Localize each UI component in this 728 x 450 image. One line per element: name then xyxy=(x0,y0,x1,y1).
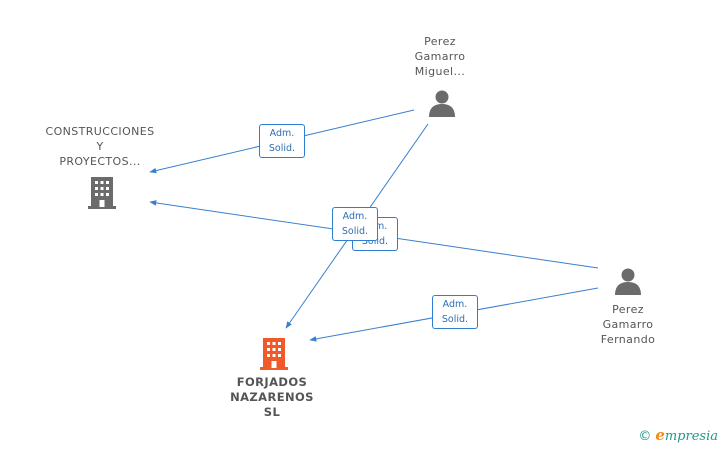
building-icon[interactable] xyxy=(258,336,290,370)
label-line: Perez xyxy=(612,303,644,316)
company-label-forjados[interactable]: FORJADOS NAZARENOS SL xyxy=(222,375,322,420)
person-icon[interactable] xyxy=(613,266,643,296)
copyright-symbol: © xyxy=(638,429,652,444)
brand-initial: e xyxy=(655,426,665,444)
role-line: Adm. xyxy=(442,299,468,310)
label-line: PROYECTOS... xyxy=(59,155,141,168)
person-icon[interactable] xyxy=(427,88,457,118)
label-line: FORJADOS xyxy=(236,375,308,389)
label-line: CONSTRUCCIONES xyxy=(45,125,155,138)
person-label-miguel[interactable]: Perez Gamarro Miguel... xyxy=(395,34,485,79)
empresia-logo: ©empresia xyxy=(638,426,718,444)
label-line: Y xyxy=(96,140,104,153)
role-line: Solid. xyxy=(441,314,469,325)
company-label-construcciones[interactable]: CONSTRUCCIONES Y PROYECTOS... xyxy=(40,124,160,169)
label-line: Gamarro xyxy=(602,318,654,331)
label-line: Gamarro xyxy=(414,50,466,63)
role-line: Adm. xyxy=(269,128,295,139)
label-line: Fernando xyxy=(600,333,656,346)
label-line: NAZARENOS xyxy=(230,390,314,404)
label-line: Miguel... xyxy=(414,65,466,78)
role-badge[interactable]: Adm. Solid. xyxy=(259,124,305,158)
person-label-fernando[interactable]: Perez Gamarro Fernando xyxy=(583,302,673,347)
label-line: SL xyxy=(263,405,281,419)
role-line: Solid. xyxy=(361,236,389,247)
label-line: Perez xyxy=(424,35,456,48)
building-icon[interactable] xyxy=(86,175,118,209)
role-badge[interactable]: Adm. Solid. xyxy=(332,207,378,241)
role-line: Solid. xyxy=(268,143,296,154)
brand-name: mpresia xyxy=(664,429,718,444)
role-line: Adm. xyxy=(342,211,368,222)
role-line: Solid. xyxy=(341,226,369,237)
role-badge[interactable]: Adm. Solid. xyxy=(432,295,478,329)
